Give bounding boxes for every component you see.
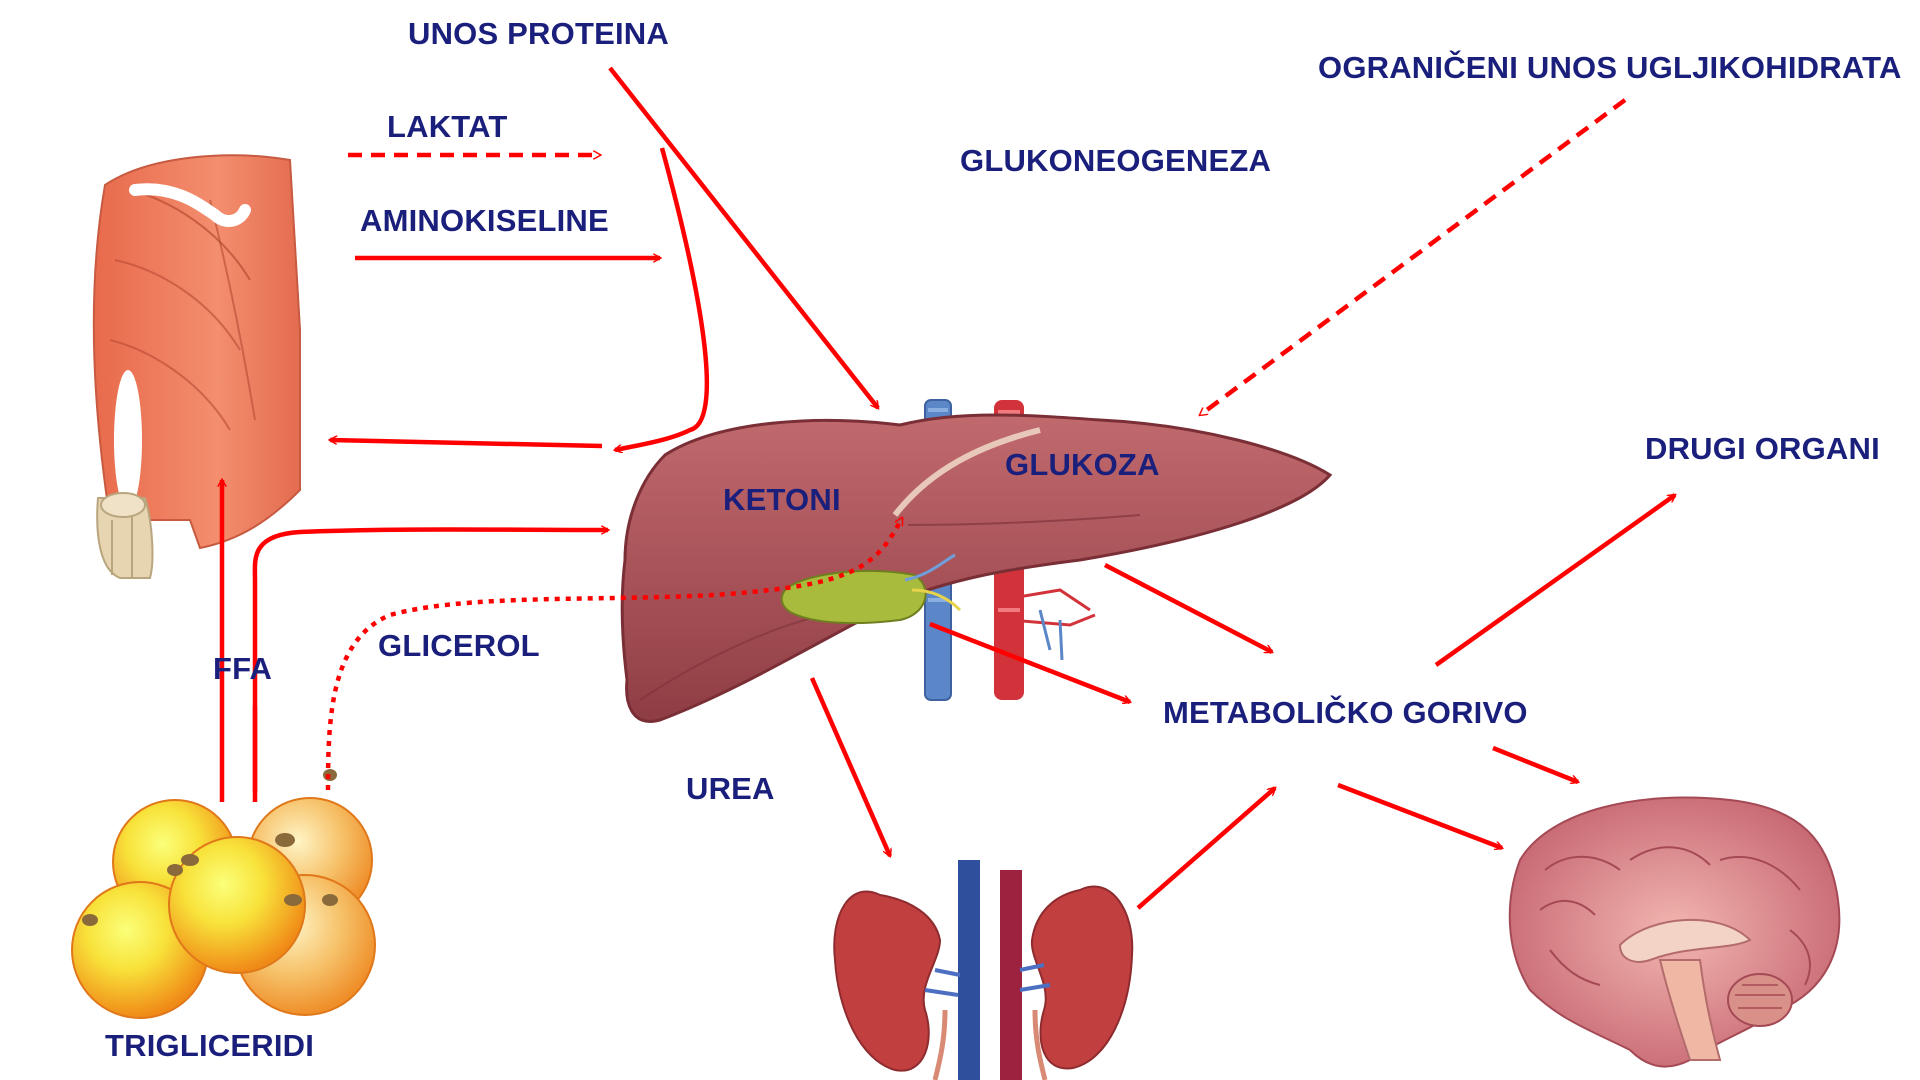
label-unos-proteina: UNOS PROTEINA — [408, 16, 669, 51]
label-ffa: FFA — [213, 651, 273, 686]
arrow-unos-proteina — [608, 66, 880, 408]
label-trigliceridi: TRIGLICERIDI — [105, 1028, 315, 1063]
label-ketoni: KETONI — [723, 482, 841, 517]
arrow-kidneys-to-fuel — [1136, 786, 1275, 910]
arrow-liver-to-kidneys — [809, 677, 893, 856]
arrow-liver-to-fuel-upper — [1103, 563, 1272, 654]
arrows — [222, 66, 1675, 910]
arrow-liver-to-muscle — [330, 440, 603, 449]
label-urea: UREA — [686, 771, 775, 806]
label-metabolicko-gorivo: METABOLIČKO GORIVO — [1163, 695, 1528, 730]
arrow-curve-to-liver — [615, 147, 710, 450]
arrow-fuel-to-brain-upper — [1492, 745, 1578, 782]
muscle-arm-illustration — [92, 154, 301, 579]
arrow-fuel-to-brain-lower — [1337, 782, 1502, 848]
label-aminokiseline: AMINOKISELINE — [360, 203, 609, 238]
brain-illustration — [1508, 796, 1841, 1068]
arrow-liver-to-fuel-lower — [929, 621, 1130, 702]
label-glicerol: GLICEROL — [378, 628, 540, 663]
label-laktat: LAKTAT — [387, 109, 508, 144]
label-glukoza: GLUKOZA — [1005, 447, 1160, 482]
kidneys-illustration — [833, 860, 1134, 1080]
liver-illustration — [620, 399, 1333, 723]
label-glukoneogeneza: GLUKONEOGENEZA — [960, 143, 1272, 178]
arrow-ograniceni-unos — [1200, 98, 1627, 417]
fat-cells-illustration — [71, 769, 376, 1019]
label-drugi-organi: DRUGI ORGANI — [1645, 431, 1880, 466]
arrow-ffa-to-liver — [252, 530, 608, 802]
arrow-glicerol — [325, 518, 904, 791]
arrow-fuel-to-organs — [1434, 493, 1675, 667]
label-ograniceni-unos: OGRANIČENI UNOS UGLJIKOHIDRATA — [1318, 50, 1902, 85]
